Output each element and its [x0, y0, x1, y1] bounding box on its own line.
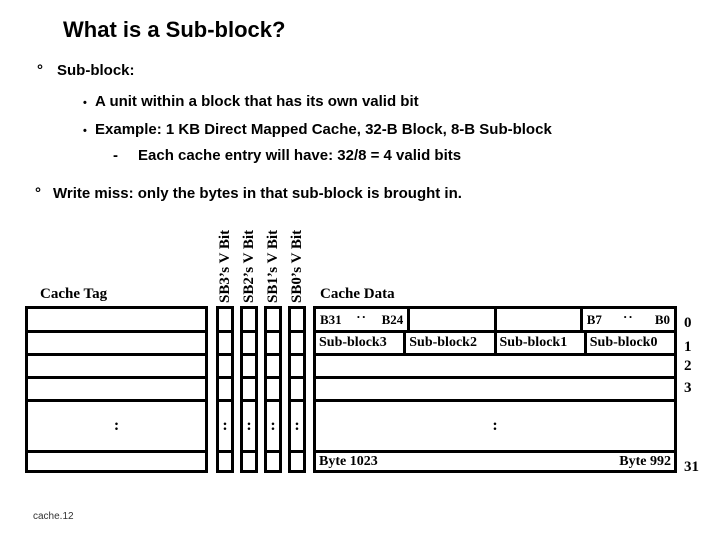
vbit-column-sb3: : [216, 306, 234, 473]
subblock1-cell: Sub-block1 [497, 333, 587, 353]
page-title: What is a Sub-block? [63, 17, 286, 42]
vbit-label-sb1: SB1’s V Bit [265, 229, 281, 303]
subblock2-cell: Sub-block2 [406, 333, 497, 353]
bullet-example: Example: 1 KB Direct Mapped Cache, 32-B … [95, 121, 552, 138]
vbit-column-sb1: : [264, 306, 282, 473]
cache-tag-row [28, 356, 205, 379]
colon-glyph: : [294, 417, 300, 434]
bullet-marker-degree: ° [35, 185, 41, 202]
vbit-column-sb2: : [240, 306, 258, 473]
vbit-ellipsis-cell: : [219, 402, 231, 453]
colon-glyph: : [246, 417, 252, 434]
cache-data-label: Cache Data [320, 286, 395, 302]
vbit-label-sb3: SB3’s V Bit [217, 229, 233, 303]
bullet-write-miss: Write miss: only the bytes in that sub-b… [53, 185, 462, 202]
cache-data-ellipsis-row: : [316, 402, 674, 453]
slide-footer: cache.12 [33, 511, 74, 522]
dots-glyph: ·· [356, 309, 367, 324]
bullet-unit: A unit within a block that has its own v… [95, 93, 419, 110]
row-index-2: 2 [684, 358, 692, 374]
vbit-ellipsis-cell: : [267, 402, 279, 453]
vbit-ellipsis-cell: : [243, 402, 255, 453]
bullet-subblock: Sub-block: [57, 62, 135, 79]
bullet-marker-dot: • [83, 125, 87, 137]
row-index-0: 0 [684, 315, 692, 331]
row-index-3: 3 [684, 380, 692, 396]
vbit-column-sb0: : [288, 306, 306, 473]
row-index-1: 1 [684, 339, 692, 355]
bullet-marker-dash: - [113, 147, 118, 164]
vbit-ellipsis-cell: : [291, 402, 303, 453]
bullet-marker-degree: ° [37, 62, 43, 79]
cache-tag-row [28, 309, 205, 333]
byte-range-cell-empty [410, 309, 497, 330]
colon-glyph: : [113, 417, 120, 434]
cache-tag-row [28, 453, 205, 470]
dots-glyph: ·· [623, 309, 634, 324]
byte-range-cell-b31-b24: B31 ·· B24 [316, 309, 411, 330]
bullet-valid-bits: Each cache entry will have: 32/8 = 4 val… [138, 147, 462, 164]
byte-address-row: Byte 1023 Byte 992 [316, 453, 674, 470]
colon-glyph: : [492, 417, 498, 434]
row-index-31: 31 [684, 459, 699, 475]
colon-glyph: : [270, 417, 276, 434]
byte-1023-label: Byte 1023 [319, 453, 378, 469]
subblock3-cell: Sub-block3 [316, 333, 407, 353]
byte-range-cell-empty [497, 309, 583, 330]
cache-tag-table: : [25, 306, 208, 473]
byte-992-label: Byte 992 [619, 453, 671, 469]
vbit-label-sb2: SB2’s V Bit [241, 229, 257, 303]
byte-range-row: B31 ·· B24 B7 ·· B0 [316, 309, 674, 333]
cache-data-table: B31 ·· B24 B7 ·· B0 Sub-block3 Sub-block… [313, 306, 677, 473]
colon-glyph: : [222, 417, 228, 434]
cache-data-row [316, 379, 674, 402]
cache-data-row [316, 356, 674, 379]
cache-tag-row [28, 333, 205, 356]
subblock-row: Sub-block3 Sub-block2 Sub-block1 Sub-blo… [316, 333, 674, 356]
cache-tag-ellipsis-row: : [28, 402, 205, 453]
bullet-marker-dot: • [83, 97, 87, 109]
vbit-label-sb0: SB0’s V Bit [289, 229, 305, 303]
cache-tag-row [28, 379, 205, 402]
subblock0-cell: Sub-block0 [589, 335, 658, 350]
cache-tag-label: Cache Tag [40, 286, 108, 302]
byte-range-cell-b7-b0: B7 ·· B0 [586, 309, 670, 327]
